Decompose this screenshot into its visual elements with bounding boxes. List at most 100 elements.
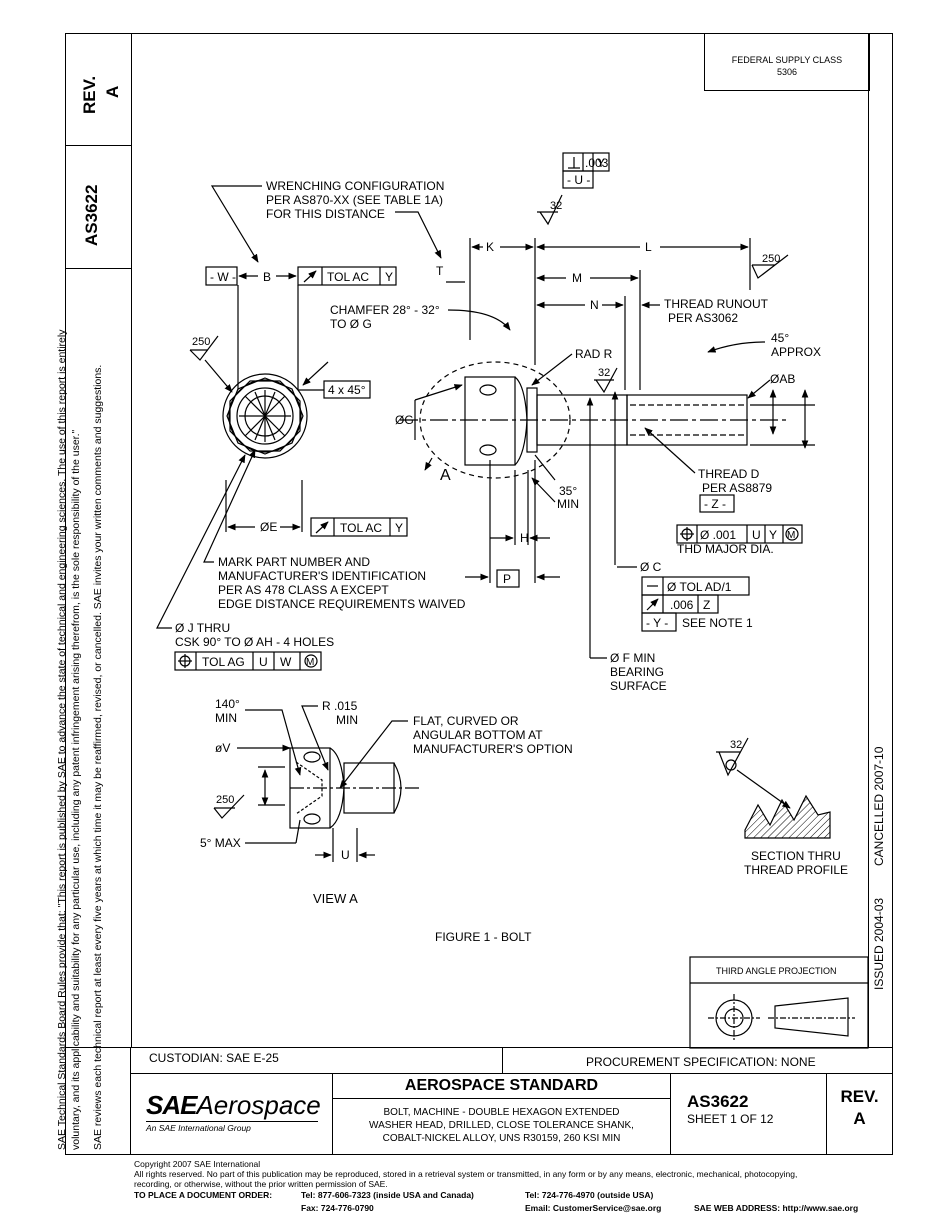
svg-text:PER AS8879: PER AS8879 xyxy=(702,481,772,495)
doc-number: AS3622 xyxy=(687,1092,749,1111)
svg-text:B: B xyxy=(263,270,271,284)
svg-text:TOL AC: TOL AC xyxy=(327,270,369,284)
svg-text:250: 250 xyxy=(192,336,210,348)
svg-text:M: M xyxy=(787,530,795,541)
procurement-cell: PROCUREMENT SPECIFICATION: NONE xyxy=(502,1047,893,1074)
svg-text:A: A xyxy=(440,467,451,484)
svg-text:M: M xyxy=(306,657,314,668)
logo-cell: SAEAerospace An SAE International Group xyxy=(130,1073,333,1155)
svg-text:THIRD ANGLE PROJECTION: THIRD ANGLE PROJECTION xyxy=(716,966,837,976)
svg-text:MANUFACTURER'S OPTION: MANUFACTURER'S OPTION xyxy=(413,742,573,756)
web-link[interactable]: SAE WEB ADDRESS: http://www.sae.org xyxy=(694,1203,859,1213)
datum-u-box xyxy=(562,170,594,189)
svg-text:THREAD RUNOUT: THREAD RUNOUT xyxy=(664,297,769,311)
view-a-drawing xyxy=(289,747,420,829)
svg-text:32: 32 xyxy=(598,367,610,379)
rev-cell: REV. A xyxy=(826,1073,893,1155)
svg-text:PER AS3062: PER AS3062 xyxy=(668,311,738,325)
svg-text:K: K xyxy=(486,240,494,254)
svg-text:Y: Y xyxy=(385,270,393,284)
part-description: BOLT, MACHINE - DOUBLE HEXAGON EXTENDED … xyxy=(369,1107,634,1144)
svg-text:- Y -: - Y - xyxy=(646,616,668,630)
svg-text:U: U xyxy=(341,848,350,862)
svg-text:MANUFACTURER'S IDENTIFICATION: MANUFACTURER'S IDENTIFICATION xyxy=(218,569,426,583)
svg-text:MIN: MIN xyxy=(557,497,579,511)
logo-subtitle: An SAE International Group xyxy=(146,1123,251,1133)
title-cell: AEROSPACE STANDARD BOLT, MACHINE - DOUBL… xyxy=(332,1073,671,1155)
svg-text:THREAD D: THREAD D xyxy=(698,467,760,481)
svg-text:H: H xyxy=(520,531,529,545)
rev-label: REV. xyxy=(840,1087,879,1106)
svg-text:U: U xyxy=(259,655,268,669)
svg-text:TO Ø G: TO Ø G xyxy=(330,317,372,331)
svg-text:CHAMFER 28° - 32°: CHAMFER 28° - 32° xyxy=(330,303,440,317)
finish-symbol-top xyxy=(539,194,563,226)
tel-outside: Tel: 724-776-4970 (outside USA) xyxy=(525,1190,654,1200)
order-label: TO PLACE A DOCUMENT ORDER: xyxy=(134,1190,273,1200)
svg-text:T: T xyxy=(436,264,444,278)
custodian-cell: CUSTODIAN: SAE E-25 xyxy=(130,1047,503,1074)
svg-text:FOR THIS DISTANCE: FOR THIS DISTANCE xyxy=(266,207,385,221)
svg-text:ANGULAR BOTTOM AT: ANGULAR BOTTOM AT xyxy=(413,728,543,742)
svg-text:RAD R: RAD R xyxy=(575,347,613,361)
svg-text:PER AS 478 CLASS A EXCEPT: PER AS 478 CLASS A EXCEPT xyxy=(218,583,389,597)
standard-title: AEROSPACE STANDARD xyxy=(333,1074,670,1099)
thread-profile-section xyxy=(744,794,831,839)
bolt-side-view xyxy=(400,361,790,479)
svg-text:Y: Y xyxy=(597,156,605,170)
svg-text:Ø F MIN: Ø F MIN xyxy=(610,651,655,665)
datum-u-label: - U - xyxy=(567,173,590,187)
svg-text:THREAD PROFILE: THREAD PROFILE xyxy=(744,863,848,877)
svg-text:Z: Z xyxy=(703,598,710,612)
svg-text:Y: Y xyxy=(769,528,777,542)
svg-text:SECTION THRU: SECTION THRU xyxy=(751,849,841,863)
tel-usa: Tel: 877-606-7323 (inside USA and Canada… xyxy=(301,1190,474,1200)
svg-text:SEE NOTE 1: SEE NOTE 1 xyxy=(682,616,753,630)
thread-position-frame xyxy=(676,524,803,544)
rights-line-2: recording, or otherwise, without the pri… xyxy=(134,1179,388,1189)
svg-text:SURFACE: SURFACE xyxy=(610,679,667,693)
svg-text:W: W xyxy=(280,655,292,669)
perp-tol-value: .003 xyxy=(585,156,609,170)
svg-text:Ø TOL AD/1: Ø TOL AD/1 xyxy=(667,580,732,594)
tol-ag-frame xyxy=(174,651,322,671)
rev-value: A xyxy=(853,1109,866,1128)
svg-text:U: U xyxy=(752,528,761,542)
svg-text:32: 32 xyxy=(730,739,742,751)
svg-text:Y: Y xyxy=(395,521,403,535)
datum-w-box xyxy=(205,266,238,286)
svg-text:ØG: ØG xyxy=(395,413,414,427)
federal-supply-box: FEDERAL SUPPLY CLASS 5306 xyxy=(704,33,870,91)
svg-text:ØE: ØE xyxy=(260,520,277,534)
svg-text:.006: .006 xyxy=(670,598,694,612)
head-front-view xyxy=(222,373,308,459)
svg-text:Ø J THRU: Ø J THRU xyxy=(175,621,230,635)
svg-text:TOL AC: TOL AC xyxy=(340,521,382,535)
rights-line-1: All rights reserved. No part of this pub… xyxy=(134,1169,798,1179)
email-link[interactable]: Email: CustomerService@sae.org xyxy=(525,1203,662,1213)
svg-text:140°: 140° xyxy=(215,697,240,711)
side-docnum-box: AS3622 xyxy=(65,145,132,269)
svg-text:Ø .001: Ø .001 xyxy=(700,528,736,542)
svg-text:MIN: MIN xyxy=(336,713,358,727)
svg-text:N: N xyxy=(590,298,599,312)
svg-text:45°: 45° xyxy=(771,331,789,345)
svg-text:250: 250 xyxy=(216,794,234,806)
svg-text:Ø C: Ø C xyxy=(640,560,662,574)
third-angle-box xyxy=(689,956,869,1049)
svg-text:35°: 35° xyxy=(559,484,577,498)
svg-text:BEARING: BEARING xyxy=(610,665,664,679)
svg-text:WRENCHING CONFIGURATION: WRENCHING CONFIGURATION xyxy=(266,179,444,193)
svg-text:250: 250 xyxy=(762,253,780,265)
svg-text:5° MAX: 5° MAX xyxy=(200,836,241,850)
svg-text:L: L xyxy=(645,240,652,254)
sheet-number: SHEET 1 OF 12 xyxy=(687,1112,774,1126)
svg-text:4 x 45°: 4 x 45° xyxy=(328,383,366,397)
copyright: Copyright 2007 SAE International xyxy=(134,1159,261,1169)
svg-text:FLAT, CURVED OR: FLAT, CURVED OR xyxy=(413,714,519,728)
logo-underline xyxy=(146,1121,318,1122)
procurement: PROCUREMENT SPECIFICATION: NONE xyxy=(586,1055,816,1069)
svg-text:THD MAJOR DIA.: THD MAJOR DIA. xyxy=(677,542,774,556)
figure-caption: FIGURE 1 - BOLT xyxy=(435,930,532,944)
svg-text:M: M xyxy=(572,271,582,285)
